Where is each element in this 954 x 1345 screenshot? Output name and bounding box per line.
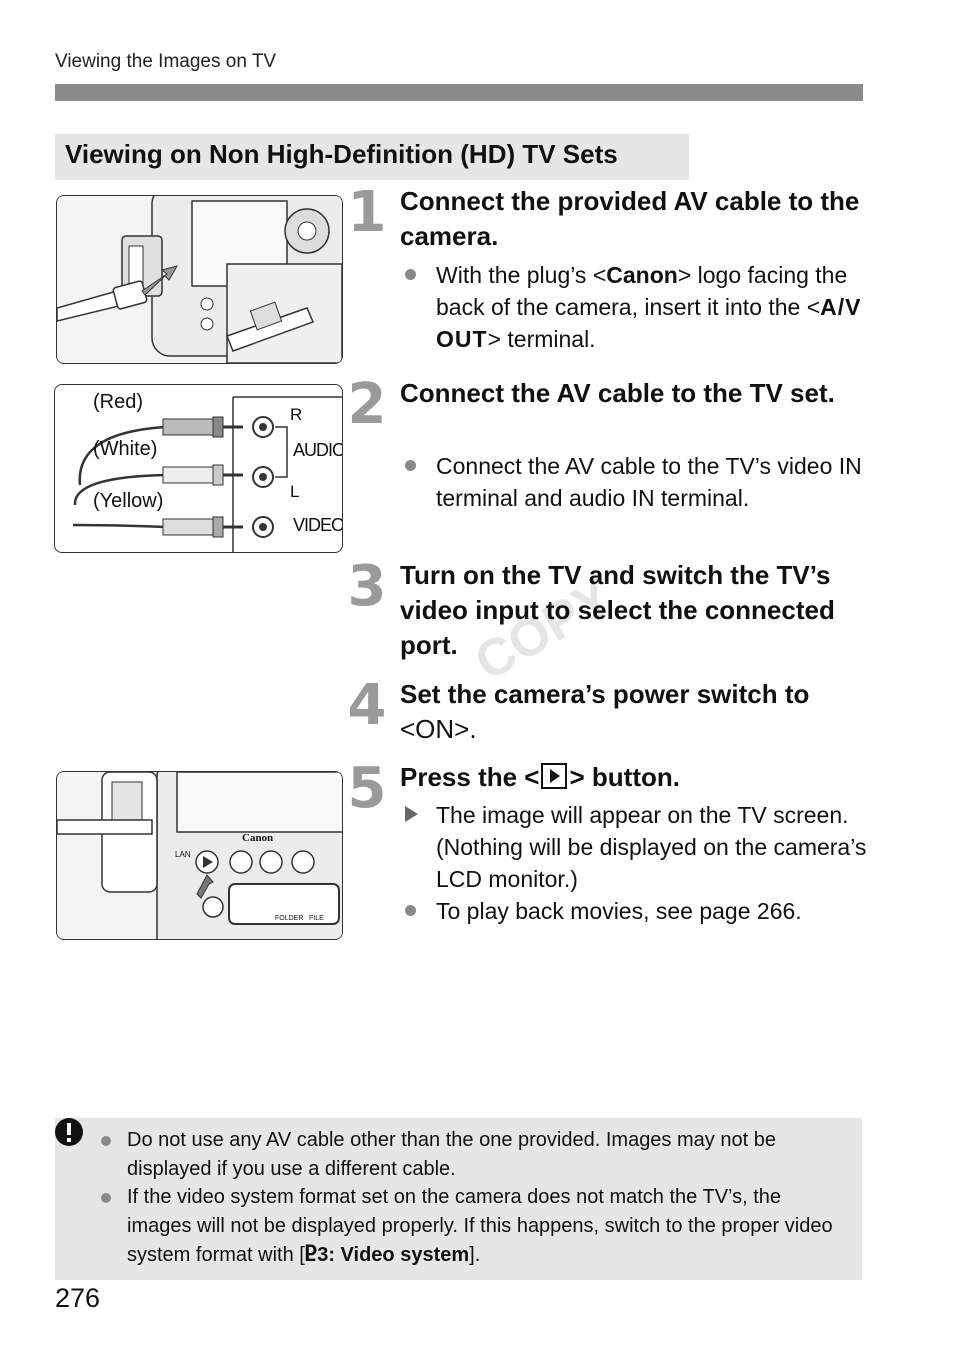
l-label: L xyxy=(290,482,300,501)
canon-logo-text: Canon xyxy=(606,262,678,288)
section-title: Viewing on Non High-Definition (HD) TV S… xyxy=(65,139,618,169)
caution-item-2: If the video system format set on the ca… xyxy=(127,1186,833,1266)
caution-bullet-2 xyxy=(101,1193,111,1203)
setup-menu-icon: Ⴒ xyxy=(304,1244,318,1266)
on-mark: <ON>. xyxy=(400,714,477,744)
step-5-item-1: The image will appear on the TV screen. … xyxy=(436,802,867,892)
step-5-title: Press the <> button. xyxy=(400,762,680,792)
caution-bullet-1 xyxy=(101,1136,111,1146)
step-3-title: Turn on the TV and switch the TV’s video… xyxy=(400,560,835,660)
step-4-title: Set the camera’s power switch to<ON>. xyxy=(400,679,810,744)
step-4-number: 4 xyxy=(347,673,387,738)
step-1-title: Connect the provided AV cable to the cam… xyxy=(400,186,860,251)
header-bar xyxy=(55,84,863,101)
red-plug xyxy=(162,416,243,438)
folder-label: FOLDER xyxy=(275,915,304,922)
step-5-result-arrow-icon xyxy=(405,806,418,822)
caution-box xyxy=(55,1118,862,1280)
page-number: 276 xyxy=(55,1283,101,1313)
camera-back-illustration xyxy=(57,772,342,939)
video-label: VIDEO xyxy=(293,515,343,535)
playback-icon xyxy=(541,763,568,789)
step-5-bullet-2 xyxy=(405,905,416,916)
step-2-title: Connect the AV cable to the TV set. xyxy=(400,378,835,408)
lan-label: LAN xyxy=(175,850,191,859)
step-1-number: 1 xyxy=(347,180,387,245)
camera-av-terminal-figure xyxy=(56,195,343,364)
caution-item-1: Do not use any AV cable other than the o… xyxy=(127,1129,776,1180)
step-3-number: 3 xyxy=(347,554,387,619)
white-label: (White) xyxy=(93,438,158,460)
camera-brand-label: Canon xyxy=(242,832,274,844)
step-2-number: 2 xyxy=(347,372,387,437)
step-1-item: With the plug’s <Canon> logo facing the … xyxy=(436,262,862,352)
file-label: FILE xyxy=(309,915,324,922)
caution-icon xyxy=(55,1118,83,1146)
step-1-bullet xyxy=(405,269,416,280)
step-5-item-2: To play back movies, see page 266. xyxy=(436,898,802,924)
step-2-bullet xyxy=(405,460,416,471)
yellow-plug xyxy=(162,516,243,538)
white-plug xyxy=(162,464,243,486)
section-heading-box xyxy=(55,134,689,180)
red-label: (Red) xyxy=(93,391,144,413)
step-2-item: Connect the AV cable to the TV’s video I… xyxy=(436,453,862,511)
camera-body-illustration xyxy=(57,196,342,363)
r-label: R xyxy=(290,405,303,424)
yellow-label: (Yellow) xyxy=(93,490,164,512)
camera-play-button-figure: Canon LAN FOLDER FILE xyxy=(56,771,343,940)
av-out-terminal-mark: A/V OUT xyxy=(436,294,862,352)
running-title: Viewing the Images on TV xyxy=(55,51,277,72)
audio-label: AUDIO xyxy=(293,440,343,460)
av-cable-plugs-figure: (Red) (White) (Yellow) R L AUDIO VIDEO xyxy=(54,384,343,553)
av-cable-illustration xyxy=(72,396,342,552)
step-5-number: 5 xyxy=(347,756,387,821)
